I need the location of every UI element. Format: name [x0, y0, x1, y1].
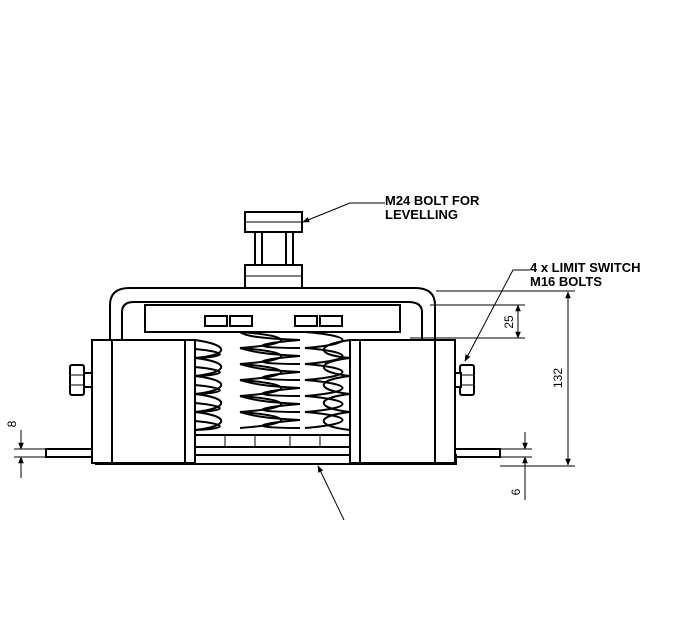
bolt-label-line1: M24 BOLT FOR [385, 193, 480, 208]
limit-switch-bolt-right [454, 364, 475, 396]
leader-levelling-bolt [302, 202, 385, 223]
side-block-left [91, 339, 196, 464]
dim-25-label: 25 [502, 315, 516, 329]
dimension-25 [410, 304, 525, 339]
leader-bottom [317, 465, 345, 521]
spring-center [239, 331, 344, 429]
lower-seat [194, 434, 351, 448]
dim-132-label: 132 [551, 368, 565, 388]
side-block-right [349, 339, 456, 464]
dim-left-label: 8 [5, 420, 19, 427]
leader-limit-switch [464, 269, 530, 362]
spring-left [194, 339, 222, 431]
dim-6-label: 6 [509, 488, 523, 495]
bolt-label-line2: LEVELLING [385, 207, 458, 222]
levelling-bolt [244, 211, 303, 289]
dimension-132 [436, 290, 575, 467]
spring-right [323, 339, 351, 431]
dimension-left [14, 430, 46, 478]
coil-springs [194, 331, 351, 431]
top-housing [109, 287, 436, 340]
dimension-6 [500, 432, 532, 500]
switch-label-line1: 4 x LIMIT SWITCH [530, 260, 641, 275]
limit-switch-bolt-left [69, 364, 93, 396]
switch-label-line2: M16 BOLTS [530, 274, 602, 289]
